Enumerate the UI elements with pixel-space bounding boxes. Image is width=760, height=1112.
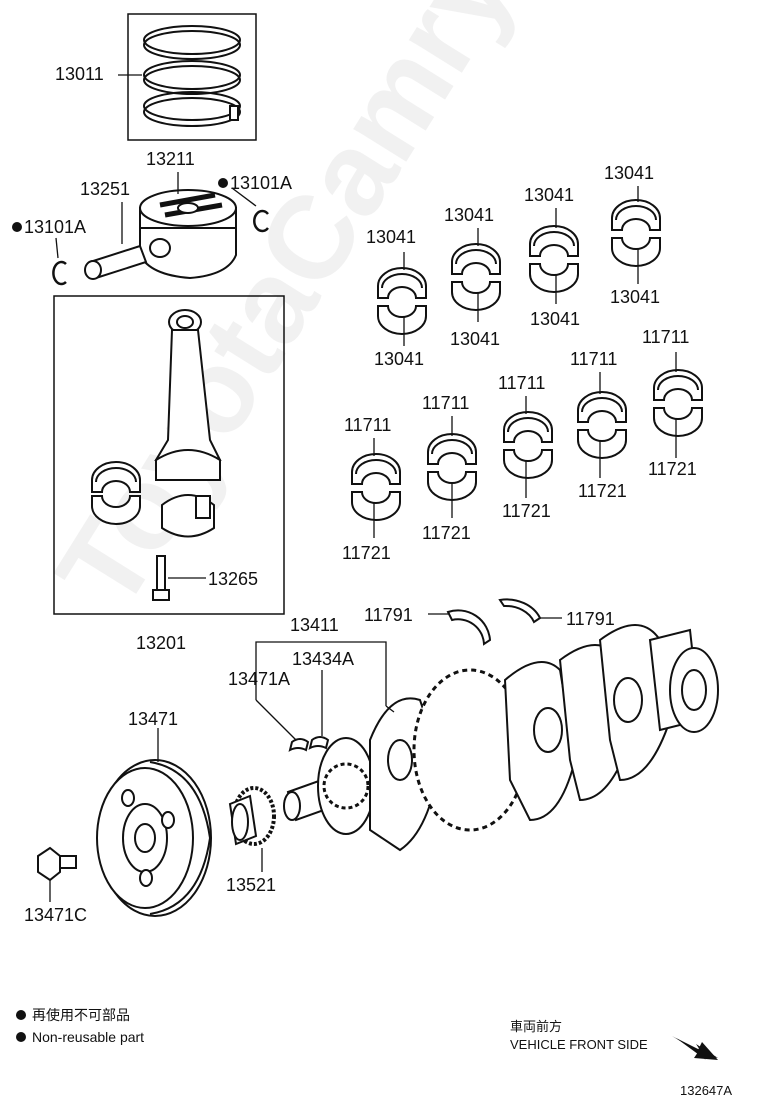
- label-conrod-assembly[interactable]: 13201: [136, 633, 187, 653]
- label-conrod-bolt[interactable]: 13265: [208, 569, 259, 589]
- label-main-bearing-2u[interactable]: 11711: [422, 393, 470, 413]
- conrod-assembly-box: [53, 295, 285, 615]
- legend-text-en: Non-reusable part: [32, 1029, 145, 1045]
- label-piston[interactable]: 13211: [146, 149, 195, 169]
- snap-ring-right-icon[interactable]: [253, 209, 269, 233]
- snap-ring-right-number: 13101A: [230, 173, 293, 193]
- conrod-bearing-pair-2-icon[interactable]: [451, 228, 501, 322]
- label-main-bearing-3u[interactable]: 11711: [498, 373, 546, 393]
- label-crank-key[interactable]: 13434A: [292, 649, 355, 669]
- thrust-washer-left-icon[interactable]: [446, 609, 492, 646]
- piston-icon[interactable]: [139, 189, 237, 280]
- label-main-bearing-1u[interactable]: 11711: [344, 415, 392, 435]
- timing-sprocket-icon[interactable]: [228, 786, 276, 846]
- thrust-washer-right-icon[interactable]: [498, 598, 542, 624]
- conrod-bolt-icon[interactable]: [152, 555, 170, 601]
- connecting-rod-icon[interactable]: [154, 309, 222, 538]
- label-main-bearing-4l[interactable]: 11721: [578, 481, 627, 501]
- legend-item-en: Non-reusable part: [16, 1030, 144, 1044]
- label-main-bearing-2l[interactable]: 11721: [422, 523, 471, 543]
- label-conrod-bearing-2a[interactable]: 13041: [444, 205, 495, 225]
- non-reusable-dot-icon: [218, 178, 228, 188]
- legend-item-jp: 再使用不可部品: [16, 1008, 130, 1022]
- snap-ring-left-number: 13101A: [24, 217, 87, 237]
- legend-text-jp: 再使用不可部品: [32, 1007, 130, 1023]
- label-conrod-bearing-3b[interactable]: 13041: [530, 309, 581, 329]
- conrod-bearing-pair-3-icon[interactable]: [529, 208, 579, 304]
- label-timing-sprocket[interactable]: 13521: [226, 875, 277, 895]
- pulley-bolt-icon[interactable]: [37, 846, 77, 882]
- crank-key-icon[interactable]: [308, 736, 330, 750]
- main-bearing-pair-2-icon[interactable]: [427, 416, 477, 518]
- label-main-bearing-5l[interactable]: 11721: [648, 459, 697, 479]
- main-bearing-pair-1-icon[interactable]: [351, 438, 401, 538]
- label-conrod-bearing-1b[interactable]: 13041: [374, 349, 425, 369]
- main-bearing-pair-3-icon[interactable]: [503, 396, 553, 498]
- label-conrod-bearing-4b[interactable]: 13041: [610, 287, 661, 307]
- label-pulley-key[interactable]: 13471A: [228, 669, 291, 689]
- label-snap-ring-left[interactable]: 13101A: [12, 218, 86, 236]
- piston-pin-icon[interactable]: [84, 244, 148, 280]
- crankshaft-icon[interactable]: [283, 624, 719, 852]
- conrod-bearing-pair-4-icon[interactable]: [611, 186, 661, 284]
- direction-jp: 車両前方: [510, 1019, 563, 1034]
- label-main-bearing-3l[interactable]: 11721: [502, 501, 551, 521]
- label-piston-pin[interactable]: 13251: [80, 179, 131, 199]
- label-conrod-bearing-4a[interactable]: 13041: [604, 163, 655, 183]
- illustration-id: 132647A: [680, 1083, 733, 1098]
- main-bearing-pair-4-icon[interactable]: [577, 372, 627, 478]
- crank-pulley-icon[interactable]: [96, 759, 212, 917]
- label-crankshaft[interactable]: 13411: [290, 615, 339, 635]
- label-crank-pulley[interactable]: 13471: [128, 709, 179, 729]
- label-thrust-washer-right[interactable]: 11791: [566, 609, 615, 629]
- label-conrod-bearing-2b[interactable]: 13041: [450, 329, 501, 349]
- conrod-bearing-pair-1-icon[interactable]: [377, 252, 427, 346]
- snap-ring-left-icon[interactable]: [52, 260, 67, 286]
- label-main-bearing-5u[interactable]: 11711: [642, 327, 690, 347]
- non-reusable-dot-icon: [12, 222, 22, 232]
- front-arrow-icon: [672, 1036, 718, 1060]
- label-conrod-bearing-3a[interactable]: 13041: [524, 185, 575, 205]
- label-piston-ring-set[interactable]: 13011: [55, 64, 104, 84]
- main-bearing-pair-5-icon[interactable]: [653, 352, 703, 458]
- non-reusable-dot-icon: [16, 1032, 26, 1042]
- piston-ring-box: [127, 13, 257, 141]
- conrod-bearing-left-icon[interactable]: [91, 461, 141, 525]
- label-pulley-bolt[interactable]: 13471C: [24, 905, 88, 925]
- label-main-bearing-4u[interactable]: 11711: [570, 349, 618, 369]
- pulley-key-icon[interactable]: [288, 738, 310, 752]
- piston-ring-set-icon[interactable]: [143, 25, 241, 127]
- label-main-bearing-1l[interactable]: 11721: [342, 543, 391, 563]
- direction-en: VEHICLE FRONT SIDE: [510, 1037, 648, 1052]
- label-conrod-bearing-1a[interactable]: 13041: [366, 227, 417, 247]
- non-reusable-dot-icon: [16, 1010, 26, 1020]
- label-thrust-washer-left[interactable]: 11791: [364, 605, 413, 625]
- label-snap-ring-right[interactable]: 13101A: [218, 174, 292, 192]
